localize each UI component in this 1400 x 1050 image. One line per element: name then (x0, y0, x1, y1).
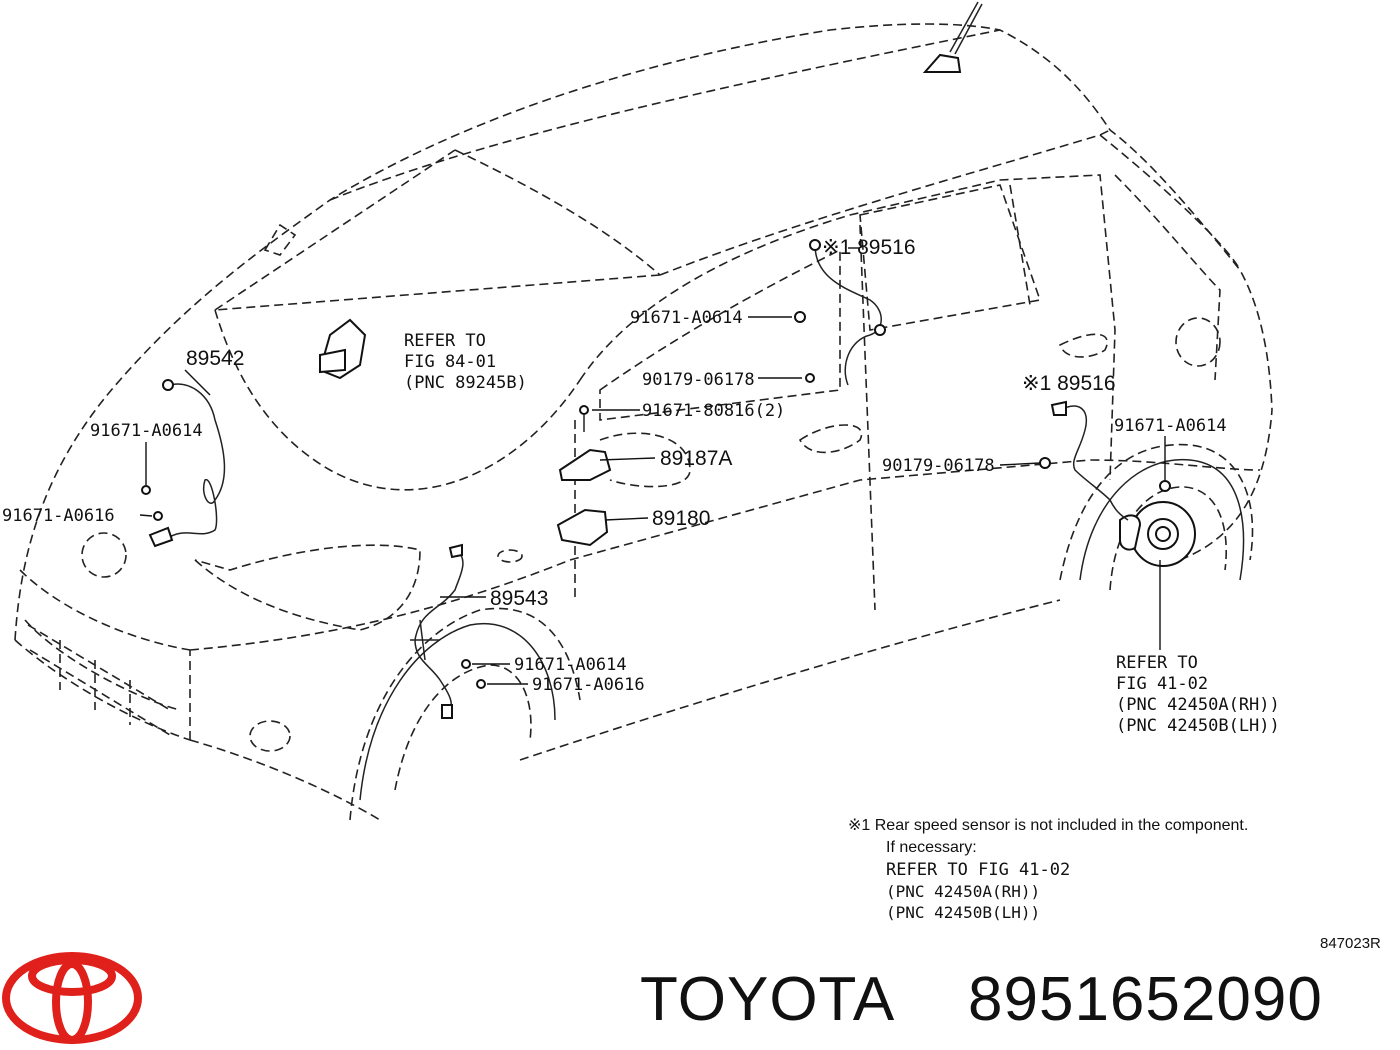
part-89245b-module (318, 318, 367, 380)
refer-fig41-line4: (PNC 42450B(LH)) (1116, 716, 1280, 736)
car-body-outline (14, 23, 1273, 821)
part-89187a-bracket (558, 448, 612, 481)
leader-lines (139, 247, 1166, 685)
label-89180: 89180 (652, 507, 710, 530)
label-91671-a0614-top: 91671-A0614 (630, 308, 743, 328)
footnote-line2: If necessary: (886, 839, 977, 856)
fasteners (141, 311, 1171, 689)
rear-wheel-hub (1079, 458, 1245, 591)
part-89516-rear-sensor-wire-upper (809, 239, 886, 386)
label-91671-a0616-left: 91671-A0616 (2, 506, 115, 526)
label-89542: 89542 (186, 347, 244, 370)
footnote-line3: REFER TO FIG 41-02 (886, 860, 1070, 880)
brand-name: TOYOTA (640, 965, 895, 1034)
front-wheel (359, 622, 556, 801)
refer-fig41-block: REFER TO FIG 41-02 (PNC 42450A(RH)) (PNC… (1116, 653, 1280, 736)
label-91671-a0614-low: 91671-A0614 (514, 655, 627, 675)
antenna (922, 1, 983, 73)
label-89516-mid: ※1 89516 (1022, 372, 1116, 395)
footnote-line1: ※1 Rear speed sensor is not included in … (848, 817, 1248, 834)
label-91671-a0616-low: 91671-A0616 (532, 675, 645, 695)
refer-fig41-line1: REFER TO (1116, 653, 1198, 673)
label-91671-a0614-left: 91671-A0614 (90, 421, 203, 441)
refer-fig41-line2: FIG 41-02 (1116, 674, 1208, 694)
footnote-line5: (PNC 42450B(LH)) (886, 903, 1040, 922)
label-90179-06178-b: 90179-06178 (882, 456, 995, 476)
part-89543-front-sensor-wire (410, 543, 464, 719)
part-89180-ecu (556, 508, 609, 547)
label-91671-a0614-right: 91671-A0614 (1114, 416, 1227, 436)
part-number: 8951652090 (968, 965, 1323, 1034)
refer-fig41-line3: (PNC 42450A(RH)) (1116, 695, 1280, 715)
label-89516-top: ※1 89516 (822, 236, 916, 259)
refer-fig84-line2: FIG 84-01 (404, 352, 496, 372)
label-90179-06178-a: 90179-06178 (642, 370, 755, 390)
part-89516-rear-sensor-wire-lower (1050, 400, 1129, 521)
label-89187a: 89187A (660, 447, 732, 470)
part-89542-front-sensor-wire (148, 379, 226, 548)
toyota-logo (2, 952, 142, 1044)
footnote-line4: (PNC 42450A(RH)) (886, 882, 1040, 901)
figure-code: 847023R (1320, 935, 1381, 952)
refer-fig84-line1: REFER TO (404, 331, 486, 351)
footnote-block: ※1 Rear speed sensor is not included in … (848, 817, 1248, 922)
label-91671-80816: 91671-80816(2) (642, 401, 785, 421)
refer-fig84-block: REFER TO FIG 84-01 (PNC 89245B) (404, 331, 527, 393)
label-89543: 89543 (490, 587, 548, 610)
refer-fig84-line3: (PNC 89245B) (404, 373, 527, 393)
